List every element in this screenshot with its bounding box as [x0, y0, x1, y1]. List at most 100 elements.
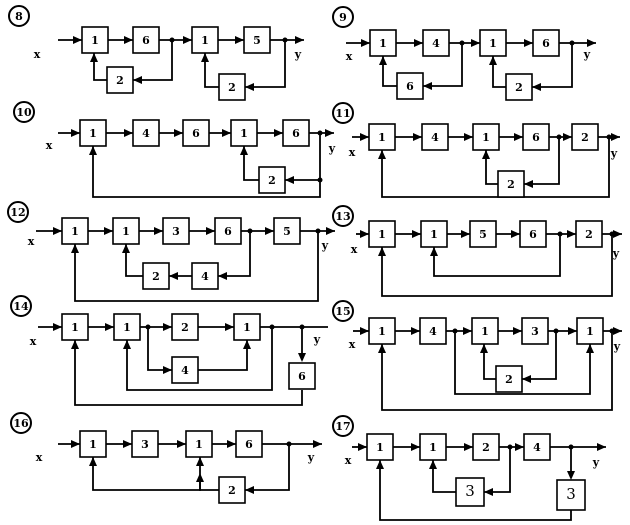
connection-lines	[36, 36, 622, 521]
output-label: y	[583, 48, 591, 61]
block-frame	[497, 170, 525, 198]
connection-line	[381, 137, 610, 198]
arrowhead	[360, 230, 369, 238]
arrowhead	[587, 39, 596, 47]
scheme-number-badge: 17	[332, 415, 354, 437]
transfer-block: 6	[214, 217, 242, 245]
block-label: 6	[192, 127, 200, 140]
block-label: 1	[122, 225, 130, 238]
transfer-block: 1	[81, 26, 109, 54]
transfer-block: 1	[419, 433, 447, 461]
block-frame	[556, 479, 586, 511]
scheme-number: 17	[335, 420, 350, 433]
block-label: 1	[430, 228, 438, 241]
arrowhead	[163, 366, 172, 374]
arrowhead	[174, 129, 183, 137]
transfer-block: 1	[79, 119, 107, 147]
connection-line	[198, 340, 248, 371]
transfer-block: 5	[243, 26, 271, 54]
arrowhead	[613, 327, 622, 335]
arrowhead	[169, 272, 178, 280]
arrowhead	[206, 227, 215, 235]
block-label: 1	[379, 37, 387, 50]
arrowhead	[511, 230, 520, 238]
arrowhead	[524, 180, 533, 188]
arrowhead	[240, 146, 248, 155]
block-frame	[132, 26, 160, 54]
transfer-block: 4	[419, 317, 447, 345]
block-label: 4	[429, 325, 437, 338]
block-label: 2	[505, 373, 513, 386]
arrowhead	[524, 39, 533, 47]
block-label: 3	[141, 438, 149, 451]
transfer-block: 1	[471, 317, 499, 345]
block-frame	[479, 29, 507, 57]
arrowhead	[361, 39, 370, 47]
block-label: 1	[586, 325, 594, 338]
transfer-block: 4	[132, 119, 160, 147]
block-frame	[113, 313, 141, 341]
connection-line	[245, 444, 290, 491]
arrowhead	[522, 375, 531, 383]
transfer-block: 1	[233, 313, 261, 341]
block-frame	[61, 313, 89, 341]
transfer-block: 6	[235, 430, 263, 458]
connection-line	[423, 43, 463, 87]
input-label: x	[30, 335, 37, 348]
arrowhead	[413, 133, 422, 141]
scheme-number: 14	[13, 300, 29, 313]
arrowhead	[463, 327, 472, 335]
arrowhead	[378, 150, 386, 159]
block-label: 6	[142, 34, 150, 47]
arrowhead	[89, 457, 97, 466]
block-label: 5	[253, 34, 261, 47]
block-frame	[369, 29, 397, 57]
arrowhead	[245, 486, 254, 494]
transfer-block: 2	[218, 73, 246, 101]
arrowhead	[243, 340, 251, 349]
connection-line	[433, 234, 561, 277]
transfer-block: 2	[218, 476, 246, 504]
arrowhead	[53, 323, 62, 331]
connection-line	[245, 40, 286, 88]
block-label: 1	[123, 321, 131, 334]
connection-line	[522, 331, 557, 380]
arrowhead	[325, 129, 334, 137]
arrowhead	[464, 133, 473, 141]
output-label: y	[307, 451, 315, 464]
transfer-block: 6	[182, 119, 210, 147]
scheme-number: 10	[16, 106, 32, 119]
transfer-block: 2	[171, 313, 199, 341]
block-label: 2	[515, 81, 523, 94]
connection-line	[204, 53, 219, 88]
connection-line	[382, 56, 397, 87]
output-label: y	[610, 147, 618, 160]
arrowhead	[568, 327, 577, 335]
connection-line	[381, 234, 613, 297]
arrowhead	[235, 36, 244, 44]
arrowhead	[265, 227, 274, 235]
badge-circle	[10, 295, 32, 317]
block-label: 1	[201, 34, 209, 47]
block-frame	[79, 430, 107, 458]
block-label: 4	[533, 441, 541, 454]
arrowhead	[274, 129, 283, 137]
transfer-block: 2	[106, 66, 134, 94]
input-label: x	[349, 146, 356, 159]
output-label: y	[592, 456, 600, 469]
transfer-block: 3	[556, 479, 586, 511]
block-frame	[521, 317, 549, 345]
transfer-block: 1	[479, 29, 507, 57]
arrowhead	[313, 440, 322, 448]
scheme-number: 15	[335, 305, 350, 318]
arrowhead	[532, 83, 541, 91]
arrowhead	[298, 353, 306, 362]
connection-line	[485, 150, 498, 185]
arrowhead	[563, 133, 572, 141]
output-label: y	[321, 239, 329, 252]
block-label: 1	[376, 441, 384, 454]
block-frame	[523, 433, 551, 461]
block-frame	[185, 430, 213, 458]
transfer-block: 1	[472, 123, 500, 151]
